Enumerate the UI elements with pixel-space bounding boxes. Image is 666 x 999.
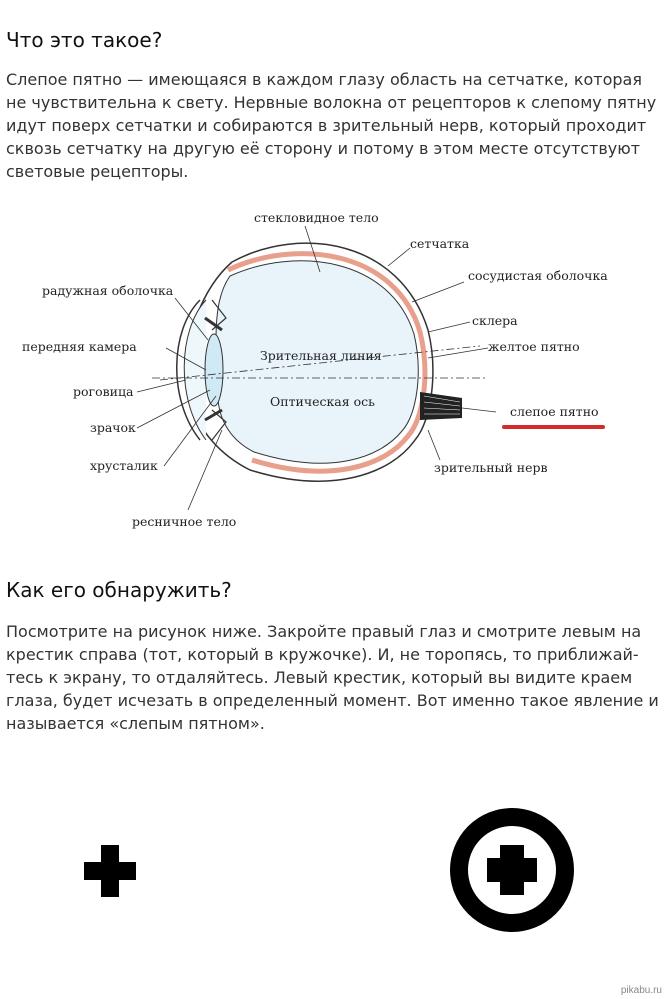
label-ciliary-body: ресничное тело (132, 514, 236, 529)
label-choroid: сосудистая оболочка (468, 268, 608, 283)
watermark: pikabu.ru (620, 985, 662, 996)
label-pupil: зрачок (90, 420, 136, 435)
label-optic-nerve: зрительный нерв (434, 460, 548, 475)
circled-plus-icon (450, 808, 574, 932)
visual-line (159, 345, 481, 381)
iris (204, 316, 223, 422)
label-retina: сетчатка (410, 236, 470, 251)
optic-nerve (420, 392, 462, 420)
label-lens: хрусталик (90, 458, 158, 473)
label-blind-spot: слепое пятно (510, 404, 599, 419)
label-anterior-chamber: передняя камера (22, 339, 137, 354)
label-vitreous: стекловидное тело (254, 210, 379, 225)
lens (204, 333, 224, 407)
label-visual-line: Зрительная линия (260, 348, 382, 363)
section-text-how: Посмотрите на рисунок ниже. Закройте пра… (6, 622, 659, 733)
plus-icon (84, 845, 136, 897)
label-cornea: роговица (73, 384, 134, 399)
section-title-how: Как его обнаружить? (6, 578, 232, 602)
section-title-what: Что это такое? (6, 28, 163, 52)
ciliary-body (211, 299, 227, 441)
label-iris: радужная оболочка (42, 283, 174, 298)
eye-diagram: стекловидное тело сетчатка сосудистая об… (22, 210, 608, 529)
label-macula: желтое пятно (488, 339, 580, 354)
cornea (176, 299, 201, 441)
leader-lines (136, 225, 497, 511)
section-text-what: Слепое пятно — имеющаяся в каждом глазу … (6, 70, 657, 181)
label-optic-axis: Оптическая ось (270, 394, 375, 409)
label-sclera: склера (472, 313, 518, 328)
optic-nerve-fibers (423, 395, 461, 415)
anterior-chamber (183, 299, 207, 441)
retina-band (226, 251, 428, 474)
